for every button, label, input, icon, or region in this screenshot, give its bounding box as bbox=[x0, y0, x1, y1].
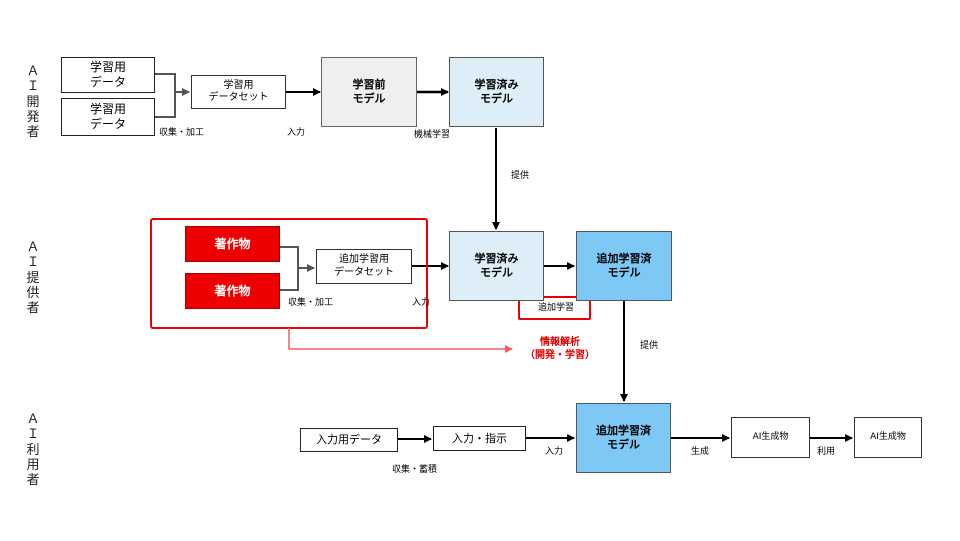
dev-provide-label: 提供 bbox=[511, 171, 530, 181]
user-use-label: 利用 bbox=[817, 447, 836, 457]
ai-output-1: AI生成物 bbox=[731, 417, 810, 458]
additional-learning-highlight-frame bbox=[518, 296, 591, 320]
dev-training-data-2: 学習用 データ bbox=[61, 98, 155, 136]
provider-collect-label: 収集・加工 bbox=[288, 298, 334, 308]
provider-additional-model: 追加学習済 モデル bbox=[576, 231, 672, 301]
user-generate-label: 生成 bbox=[691, 447, 710, 457]
provider-merge-connector bbox=[280, 246, 314, 291]
dev-training-data-1: 学習用 データ bbox=[61, 57, 155, 93]
dev-trained-model: 学習済み モデル bbox=[449, 57, 544, 127]
role-user: ＡＩ利用者 bbox=[26, 412, 40, 489]
dev-collect-label: 収集・加工 bbox=[159, 128, 205, 138]
user-input-label: 入力 bbox=[545, 447, 564, 457]
user-collect-label: 収集・蓄積 bbox=[392, 465, 438, 475]
role-developer: ＡＩ開発者 bbox=[26, 64, 40, 141]
provider-input-label: 入力 bbox=[412, 298, 431, 308]
dev-pre-model: 学習前 モデル bbox=[321, 57, 417, 127]
analysis-arrow bbox=[288, 328, 513, 353]
copyrighted-work-2: 著作物 bbox=[185, 273, 280, 309]
provider-additional-dataset: 追加学習用 データセット bbox=[316, 249, 412, 284]
dev-ml-label: 機械学習 bbox=[414, 130, 451, 140]
ai-output-2: AI生成物 bbox=[854, 417, 922, 458]
dev-training-dataset: 学習用 データセット bbox=[191, 75, 286, 109]
role-provider: ＡＩ提供者 bbox=[26, 240, 40, 317]
dev-input-label: 入力 bbox=[287, 128, 306, 138]
provider-trained-model: 学習済み モデル bbox=[449, 231, 544, 301]
analysis-label: 情報解析 （開発・学習） bbox=[525, 337, 595, 361]
copyrighted-work-1: 著作物 bbox=[185, 226, 280, 262]
dev-merge-connector bbox=[155, 73, 189, 118]
user-additional-model: 追加学習済 モデル bbox=[576, 403, 671, 473]
user-instruction: 入力・指示 bbox=[433, 426, 526, 451]
provider-provide-label: 提供 bbox=[640, 341, 659, 351]
provider-additional-label: 追加学習 bbox=[538, 303, 575, 313]
user-input-data: 入力用データ bbox=[300, 428, 398, 452]
